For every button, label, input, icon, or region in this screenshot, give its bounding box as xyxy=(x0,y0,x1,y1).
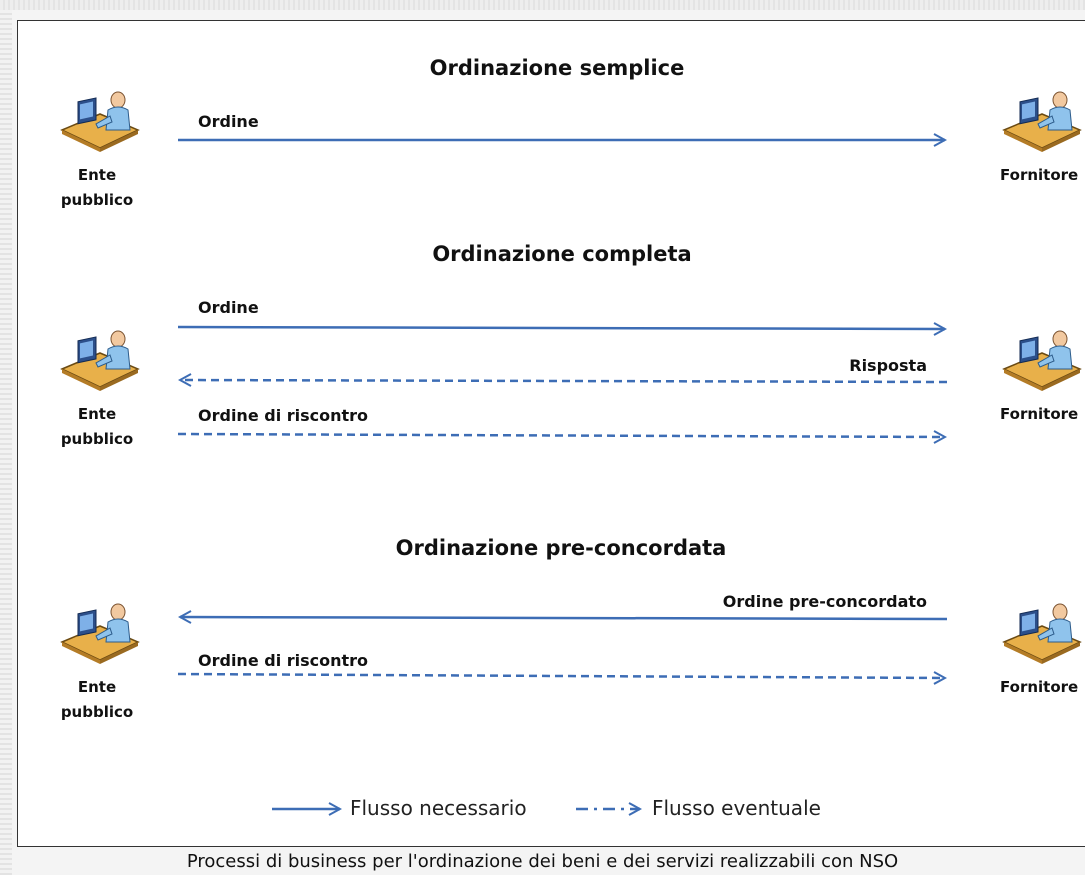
legend-optional-label: Flusso eventuale xyxy=(652,796,821,820)
flow-label-ordine: Ordine xyxy=(198,298,259,317)
person-at-computer-icon xyxy=(60,603,140,664)
arrow-s2-riscontro xyxy=(177,434,945,437)
left-margin xyxy=(0,0,12,875)
actor-label-ente-pubblico: Ente pubblico xyxy=(60,166,134,209)
person-at-computer-icon xyxy=(60,91,140,152)
top-band xyxy=(0,0,1085,10)
person-at-computer-icon xyxy=(1002,330,1082,391)
arrow-s3-riscontro xyxy=(177,674,945,678)
person-at-computer-icon xyxy=(60,330,140,391)
actor-label-fornitore: Fornitore xyxy=(1000,405,1079,423)
arrow-s2-risposta xyxy=(180,380,948,382)
figure-caption: Processi di business per l'ordinazione d… xyxy=(186,851,899,872)
section-title-preconcordata: Ordinazione pre-concordata xyxy=(395,536,727,560)
flow-label-ordine-pre-concordato: Ordine pre-concordato xyxy=(722,592,927,611)
section-title-completa: Ordinazione completa xyxy=(432,242,692,266)
section-title-semplice: Ordinazione semplice xyxy=(429,56,685,80)
flow-label-ordine-di-riscontro: Ordine di riscontro xyxy=(198,651,369,670)
arrow-s2-ordine xyxy=(177,327,945,329)
flow-label-ordine: Ordine xyxy=(198,112,259,131)
arrow-s3-preconcordato xyxy=(180,617,948,619)
flow-label-ordine-di-riscontro: Ordine di riscontro xyxy=(198,406,369,425)
actor-label-ente-pubblico: Ente pubblico xyxy=(60,678,134,721)
person-at-computer-icon xyxy=(1002,91,1082,152)
actor-label-ente-pubblico: Ente pubblico xyxy=(60,405,134,448)
actor-label-fornitore: Fornitore xyxy=(1000,166,1079,184)
flow-label-risposta: Risposta xyxy=(849,356,927,375)
person-at-computer-icon xyxy=(1002,603,1082,664)
legend-necessary-label: Flusso necessario xyxy=(350,796,527,820)
actor-label-fornitore: Fornitore xyxy=(1000,678,1079,696)
